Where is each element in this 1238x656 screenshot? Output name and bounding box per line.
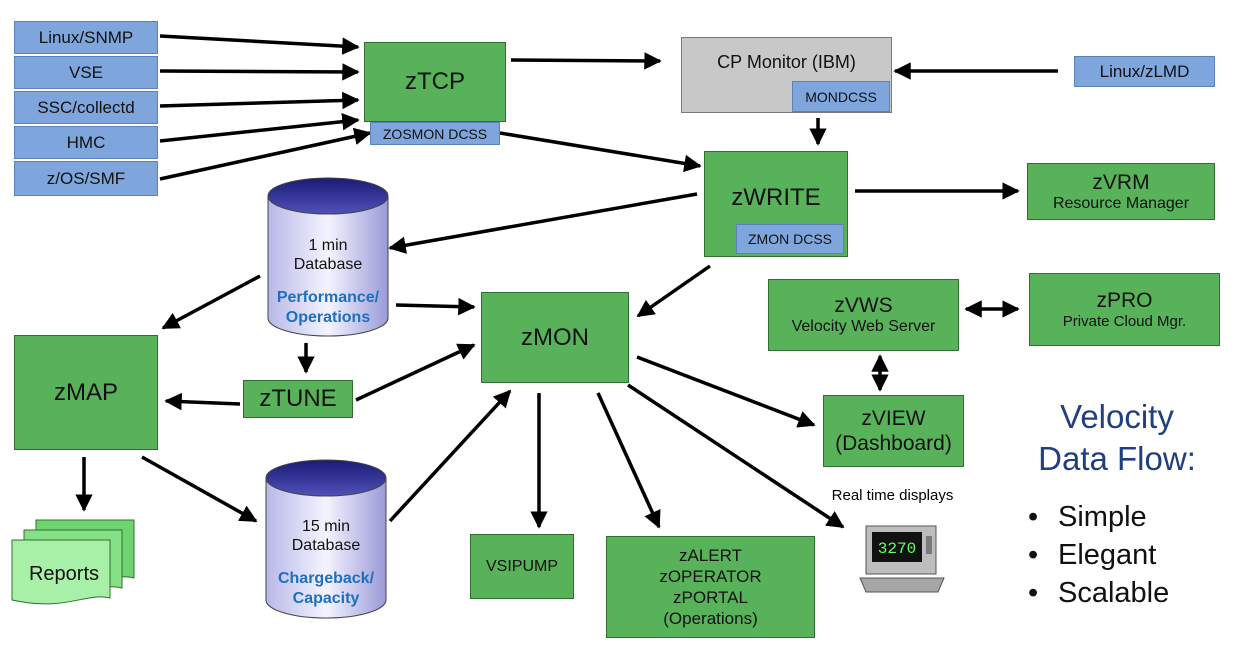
benefit-item: Elegant xyxy=(1028,536,1228,574)
zosmon-dcss-label: ZOSMON DCSS xyxy=(382,125,488,142)
db15-purpose: Chargeback/ Capacity xyxy=(260,569,392,609)
ztune-title: zTUNE xyxy=(259,385,337,412)
zmon-dcss-label: ZMON DCSS xyxy=(748,231,832,247)
source-vse: VSE xyxy=(14,56,158,89)
database-15min-cylinder xyxy=(265,459,387,619)
realtime-caption: Real time displays xyxy=(831,487,954,504)
zvws-title: zVWS xyxy=(834,294,893,317)
reports-document-icon xyxy=(11,519,135,605)
db1-line1: 1 min xyxy=(308,237,348,254)
velocity-title-line2: Data Flow: xyxy=(1038,440,1196,477)
zosmon-dcss-box: ZOSMON DCSS xyxy=(370,122,500,145)
mondcss-label: MONDCSS xyxy=(805,88,877,105)
velocity-title-line1: Velocity xyxy=(1060,398,1174,435)
db15-sub1: Chargeback/ xyxy=(277,570,375,587)
terminal-icon: 3270 xyxy=(859,525,945,593)
source-label: VSE xyxy=(68,62,104,82)
zvws-box: zVWS Velocity Web Server xyxy=(768,279,959,351)
db15-label: 15 min Database xyxy=(266,517,386,555)
velocity-title: Velocity Data Flow: xyxy=(1012,396,1222,480)
zpro-subtitle: Private Cloud Mgr. xyxy=(1062,313,1187,330)
zvrm-subtitle: Resource Manager xyxy=(1052,194,1190,212)
db1-sub1: Performance/ xyxy=(276,289,380,306)
ztcp-title: zTCP xyxy=(405,68,465,95)
zalert-line3: zPORTAL xyxy=(673,588,748,607)
zalert-line1: zALERT xyxy=(679,546,742,565)
zmap-box: zMAP xyxy=(14,335,158,450)
cp-monitor-title: CP Monitor (IBM) xyxy=(717,52,856,72)
zwrite-title: zWRITE xyxy=(731,184,821,211)
benefit-item: Scalable xyxy=(1028,574,1228,612)
zpro-box: zPRO Private Cloud Mgr. xyxy=(1029,273,1220,346)
zview-title: zVIEW xyxy=(861,407,926,430)
mondcss-box: MONDCSS xyxy=(792,81,890,112)
benefit-item: Simple xyxy=(1028,498,1228,536)
reports-label-box: Reports xyxy=(12,556,116,592)
linux-zlmd-box: Linux/zLMD xyxy=(1074,56,1215,87)
db15-line2: Database xyxy=(291,537,361,554)
terminal-label: 3270 xyxy=(878,540,916,558)
source-label: z/OS/SMF xyxy=(46,168,126,188)
db1-label: 1 min Database xyxy=(268,236,388,274)
zmon-title: zMON xyxy=(521,323,589,351)
source-ssc-collectd: SSC/collectd xyxy=(14,91,158,124)
database-1min-cylinder xyxy=(267,177,389,337)
source-linux-snmp: Linux/SNMP xyxy=(14,21,158,54)
zview-subtitle: (Dashboard) xyxy=(835,432,952,455)
zvrm-title: zVRM xyxy=(1092,170,1150,194)
db1-line2: Database xyxy=(293,256,363,273)
linux-zlmd-label: Linux/zLMD xyxy=(1099,61,1190,81)
ztcp-box: zTCP xyxy=(364,42,506,122)
ztune-box: zTUNE xyxy=(243,380,353,418)
zmap-title: zMAP xyxy=(53,378,118,406)
zview-box: zVIEW (Dashboard) xyxy=(823,395,964,467)
reports-label: Reports xyxy=(28,562,100,585)
source-label: HMC xyxy=(66,132,106,152)
vsipump-box: VSIPUMP xyxy=(470,534,574,599)
source-zos-smf: z/OS/SMF xyxy=(14,161,158,196)
db1-purpose: Performance/ Operations xyxy=(262,288,394,328)
source-label: Linux/SNMP xyxy=(38,27,134,47)
zalert-line4: (Operations) xyxy=(663,609,758,628)
zvws-subtitle: Velocity Web Server xyxy=(791,318,936,335)
zmon-dcss-box: ZMON DCSS xyxy=(736,224,844,254)
zvrm-box: zVRM Resource Manager xyxy=(1027,163,1215,220)
zalert-box: zALERT zOPERATOR zPORTAL (Operations) xyxy=(606,536,815,638)
zmon-box: zMON xyxy=(481,292,629,383)
source-hmc: HMC xyxy=(14,126,158,159)
benefit-list: Simple Elegant Scalable xyxy=(1028,498,1228,612)
db15-sub2: Capacity xyxy=(292,590,360,607)
vsipump-title: VSIPUMP xyxy=(485,557,558,575)
db1-sub2: Operations xyxy=(285,309,371,326)
source-label: SSC/collectd xyxy=(37,97,135,117)
zpro-title: zPRO xyxy=(1096,289,1153,312)
zalert-line2: zOPERATOR xyxy=(659,567,762,586)
db15-line1: 15 min xyxy=(301,518,351,535)
